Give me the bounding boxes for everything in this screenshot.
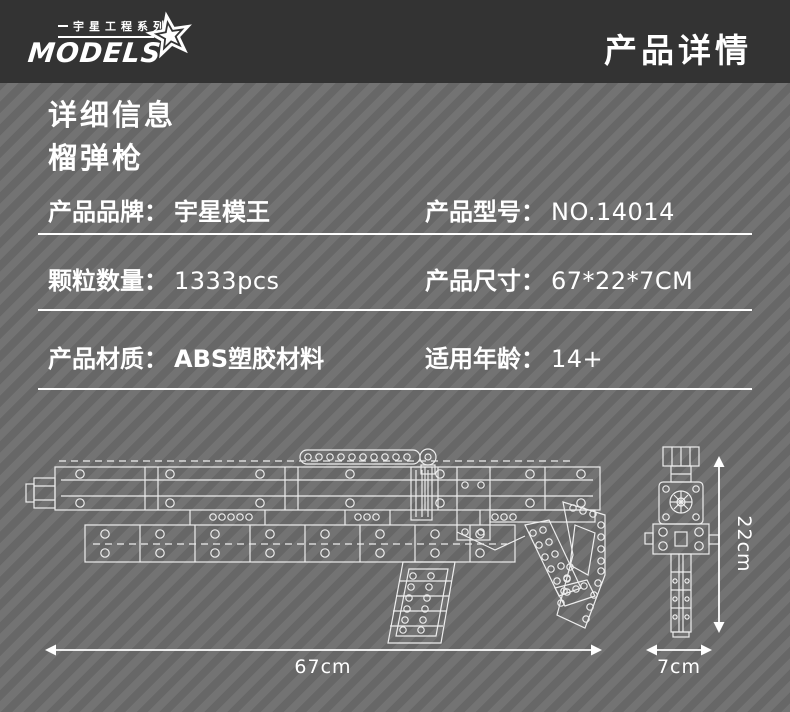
spec-cell-size: 产品尺寸：67*22*7CM (425, 261, 752, 296)
divider-rule (38, 309, 752, 311)
spec-label: 颗粒数量： (48, 267, 168, 295)
spec-row-brand-model: 产品品牌：宇星模王 产品型号：NO.14014 (48, 192, 752, 227)
depth-label: 7cm (657, 656, 701, 678)
spec-value: 宇星模王 (174, 198, 270, 226)
spec-cell-age: 适用年龄：14+ (425, 339, 752, 374)
length-dimension: 67cm (45, 644, 602, 678)
divider-rule (38, 388, 752, 390)
gun-side-view-drawing (25, 448, 606, 644)
spec-label: 适用年龄： (425, 345, 545, 373)
spec-row-material-age: 产品材质：ABS塑胶材料 适用年龄：14+ (48, 339, 752, 374)
spec-label: 产品型号： (425, 198, 545, 226)
height-dimension: 22cm (713, 456, 755, 633)
depth-dimension: 7cm (646, 644, 712, 678)
length-label: 67cm (294, 656, 351, 678)
spec-row-pieces-size: 颗粒数量：1333pcs 产品尺寸：67*22*7CM (48, 261, 752, 296)
spec-cell-brand: 产品品牌：宇星模王 (48, 192, 425, 227)
spec-cell-pieces: 颗粒数量：1333pcs (48, 261, 425, 296)
star-icon (145, 11, 192, 59)
section-title-line2: 榴弹枪 (48, 141, 145, 175)
spec-label: 产品材质： (48, 345, 168, 373)
page-title: 产品详情 (604, 31, 752, 70)
gun-front-view-drawing (644, 446, 720, 638)
dimension-diagram: 67cm 7cm 22cm (25, 446, 755, 678)
logo-underline (58, 36, 154, 38)
spec-value: NO.14014 (551, 198, 675, 226)
section-title-line1: 详细信息 (48, 98, 177, 132)
spec-value: ABS塑胶材料 (174, 345, 325, 373)
spec-value: 67*22*7CM (551, 267, 694, 295)
divider-rule (38, 233, 752, 235)
spec-label: 产品尺寸： (425, 267, 545, 295)
brand-series-row: 宇星工程系列 (58, 18, 198, 34)
section-title: 详细信息 榴弹枪 (48, 94, 176, 180)
header: 宇星工程系列 MODELS 产品详情 (0, 0, 790, 83)
height-label: 22cm (733, 515, 755, 572)
spec-value: 14+ (551, 345, 604, 373)
brand-logo: 宇星工程系列 MODELS (26, 11, 198, 70)
spec-cell-model: 产品型号：NO.14014 (425, 192, 752, 227)
logo-dash-line (58, 25, 68, 27)
spec-label: 产品品牌： (48, 198, 168, 226)
spec-cell-material: 产品材质：ABS塑胶材料 (48, 339, 425, 374)
spec-value: 1333pcs (174, 267, 280, 295)
brand-series-text: 宇星工程系列 (73, 20, 169, 33)
